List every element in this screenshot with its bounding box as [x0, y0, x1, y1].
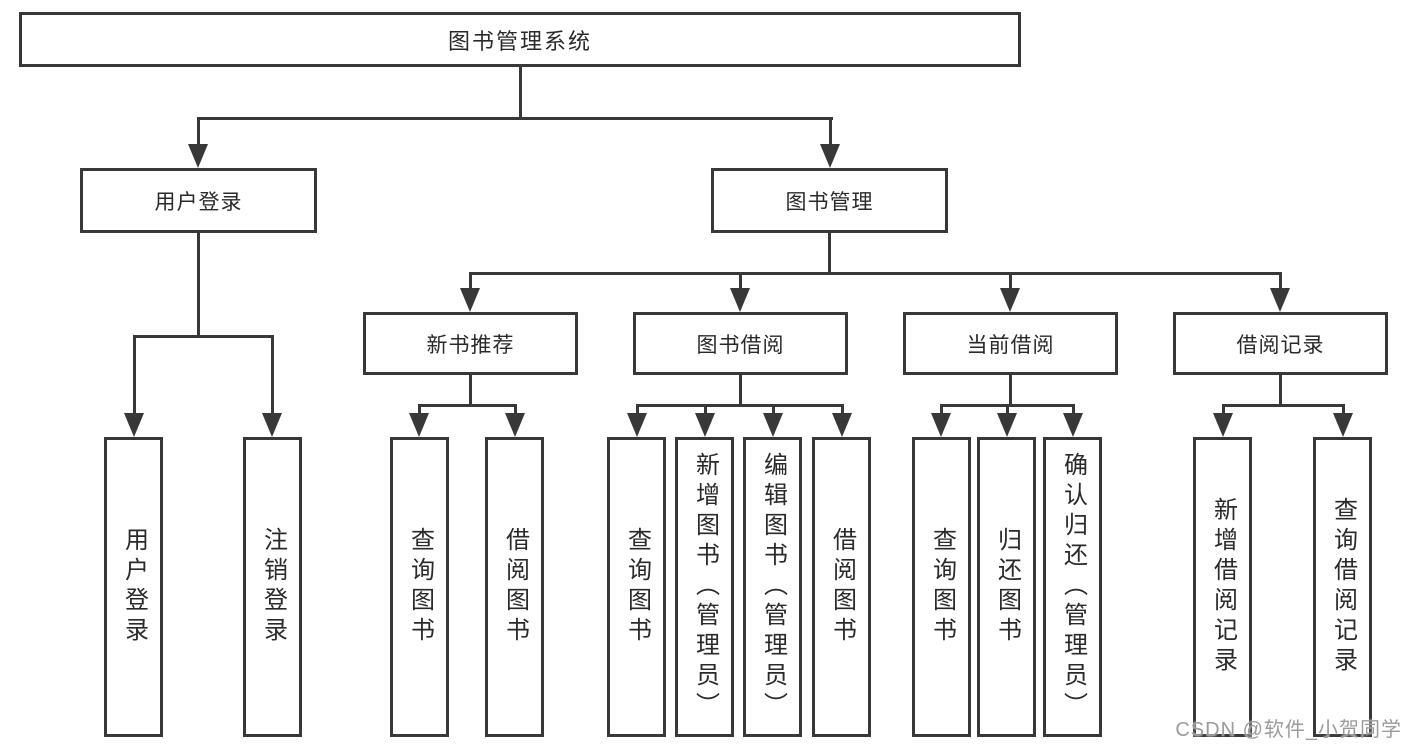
leaf-label: 查询图书	[623, 527, 651, 647]
arrowhead-icon	[1213, 413, 1233, 437]
arrowhead-icon	[505, 413, 525, 437]
connector-book-borrow-branch	[636, 404, 844, 407]
leaf-logout: 注销登录	[243, 437, 302, 737]
csdn-watermark: CSDN @软件_小贺同学	[1175, 719, 1402, 741]
leaf-label: 查询借阅记录	[1329, 497, 1357, 677]
arrowhead-icon	[1333, 413, 1353, 437]
leaf-label: 归还图书	[993, 527, 1021, 647]
leaf-label: 用户登录	[120, 527, 148, 647]
connector-drop	[704, 404, 707, 418]
arrowhead-icon	[997, 413, 1017, 437]
node-book-management: 图书管理	[711, 168, 948, 233]
connector-drop	[418, 404, 421, 418]
connector-borrow-record-branch	[1222, 404, 1345, 407]
connector-drop	[772, 404, 775, 418]
node-label: 新书推荐	[426, 333, 515, 357]
leaf-user-login: 用户登录	[104, 437, 163, 737]
arrowhead-icon	[763, 413, 783, 437]
connector-current-borrow-stem	[1009, 375, 1012, 407]
arrowhead-icon	[695, 413, 715, 437]
leaf-label: 查询图书	[406, 527, 434, 647]
connector-root-branch	[197, 117, 833, 120]
arrowhead-book-management-icon	[820, 144, 840, 168]
leaf-current-query-book: 查询图书	[912, 437, 971, 737]
leaf-recommend-query-book: 查询图书	[390, 437, 449, 737]
connector-drop	[1342, 404, 1345, 418]
leaf-return-book: 归还图书	[977, 437, 1036, 737]
leaf-label: 注销登录	[259, 527, 287, 647]
connector-drop-borrow-record	[1279, 272, 1282, 290]
leaf-borrow-book: 借阅图书	[812, 437, 871, 737]
leaf-add-book-admin: 新增图书（管理员）	[675, 437, 734, 737]
node-label: 图书借阅	[696, 333, 785, 357]
connector-drop	[1222, 404, 1225, 418]
leaf-label: 借阅图书	[828, 527, 856, 647]
leaf-confirm-return-admin: 确认归还（管理员）	[1043, 437, 1102, 737]
arrowhead-leaf-logout-icon	[262, 413, 282, 437]
node-label: 用户登录	[154, 190, 243, 214]
arrowhead-new-book-icon	[460, 288, 480, 312]
node-new-book-recommend: 新书推荐	[363, 312, 578, 375]
connector-drop	[940, 404, 943, 418]
leaf-add-borrow-record: 新增借阅记录	[1193, 437, 1252, 737]
leaf-label: 确认归还（管理员）	[1059, 452, 1087, 722]
node-current-borrow: 当前借阅	[903, 312, 1118, 375]
connector-drop-current-borrow	[1009, 272, 1012, 290]
connector-drop	[841, 404, 844, 418]
connector-drop-new-book	[469, 272, 472, 290]
leaf-recommend-borrow-book: 借阅图书	[485, 437, 544, 737]
connector-root-stem	[519, 67, 522, 120]
leaf-label: 新增借阅记录	[1209, 497, 1237, 677]
arrowhead-icon	[931, 413, 951, 437]
leaf-borrow-query-book: 查询图书	[607, 437, 666, 737]
leaf-label: 编辑图书（管理员）	[759, 452, 787, 722]
connector-drop-leaf-login	[133, 335, 136, 415]
connector-user-login-branch	[133, 335, 274, 338]
connector-book-borrow-stem	[739, 375, 742, 407]
connector-new-book-stem	[469, 375, 472, 407]
connector-drop	[1072, 404, 1075, 418]
connector-drop	[514, 404, 517, 418]
connector-borrow-record-stem	[1279, 375, 1282, 407]
node-label: 借阅记录	[1236, 333, 1325, 357]
arrowhead-leaf-login-icon	[124, 413, 144, 437]
arrowhead-icon	[627, 413, 647, 437]
node-label: 当前借阅	[966, 333, 1055, 357]
connector-new-book-branch	[418, 404, 517, 407]
node-label: 图书管理	[785, 190, 874, 214]
node-book-borrow: 图书借阅	[633, 312, 848, 375]
connector-book-management-stem	[828, 233, 831, 275]
leaf-edit-book-admin: 编辑图书（管理员）	[743, 437, 802, 737]
connector-drop-user-login	[197, 117, 200, 147]
connector-drop-book-borrow	[739, 272, 742, 290]
connector-user-login-stem	[197, 233, 200, 338]
connector-drop-book-management	[829, 117, 832, 147]
connector-drop-leaf-logout	[271, 335, 274, 415]
node-borrow-record: 借阅记录	[1173, 312, 1388, 375]
connector-drop	[636, 404, 639, 418]
node-label: 图书管理系统	[447, 28, 592, 54]
arrowhead-current-borrow-icon	[1000, 288, 1020, 312]
node-user-login: 用户登录	[80, 168, 317, 233]
leaf-query-borrow-record: 查询借阅记录	[1313, 437, 1372, 737]
leaf-label: 查询图书	[928, 527, 956, 647]
arrowhead-icon	[409, 413, 429, 437]
arrowhead-book-borrow-icon	[730, 288, 750, 312]
node-library-management-system: 图书管理系统	[19, 12, 1021, 67]
arrowhead-borrow-record-icon	[1270, 288, 1290, 312]
leaf-label: 借阅图书	[501, 527, 529, 647]
connector-drop	[1006, 404, 1009, 418]
arrowhead-icon	[832, 413, 852, 437]
leaf-label: 新增图书（管理员）	[691, 452, 719, 722]
arrowhead-icon	[1063, 413, 1083, 437]
arrowhead-user-login-icon	[188, 144, 208, 168]
connector-book-management-branch	[469, 272, 1282, 275]
